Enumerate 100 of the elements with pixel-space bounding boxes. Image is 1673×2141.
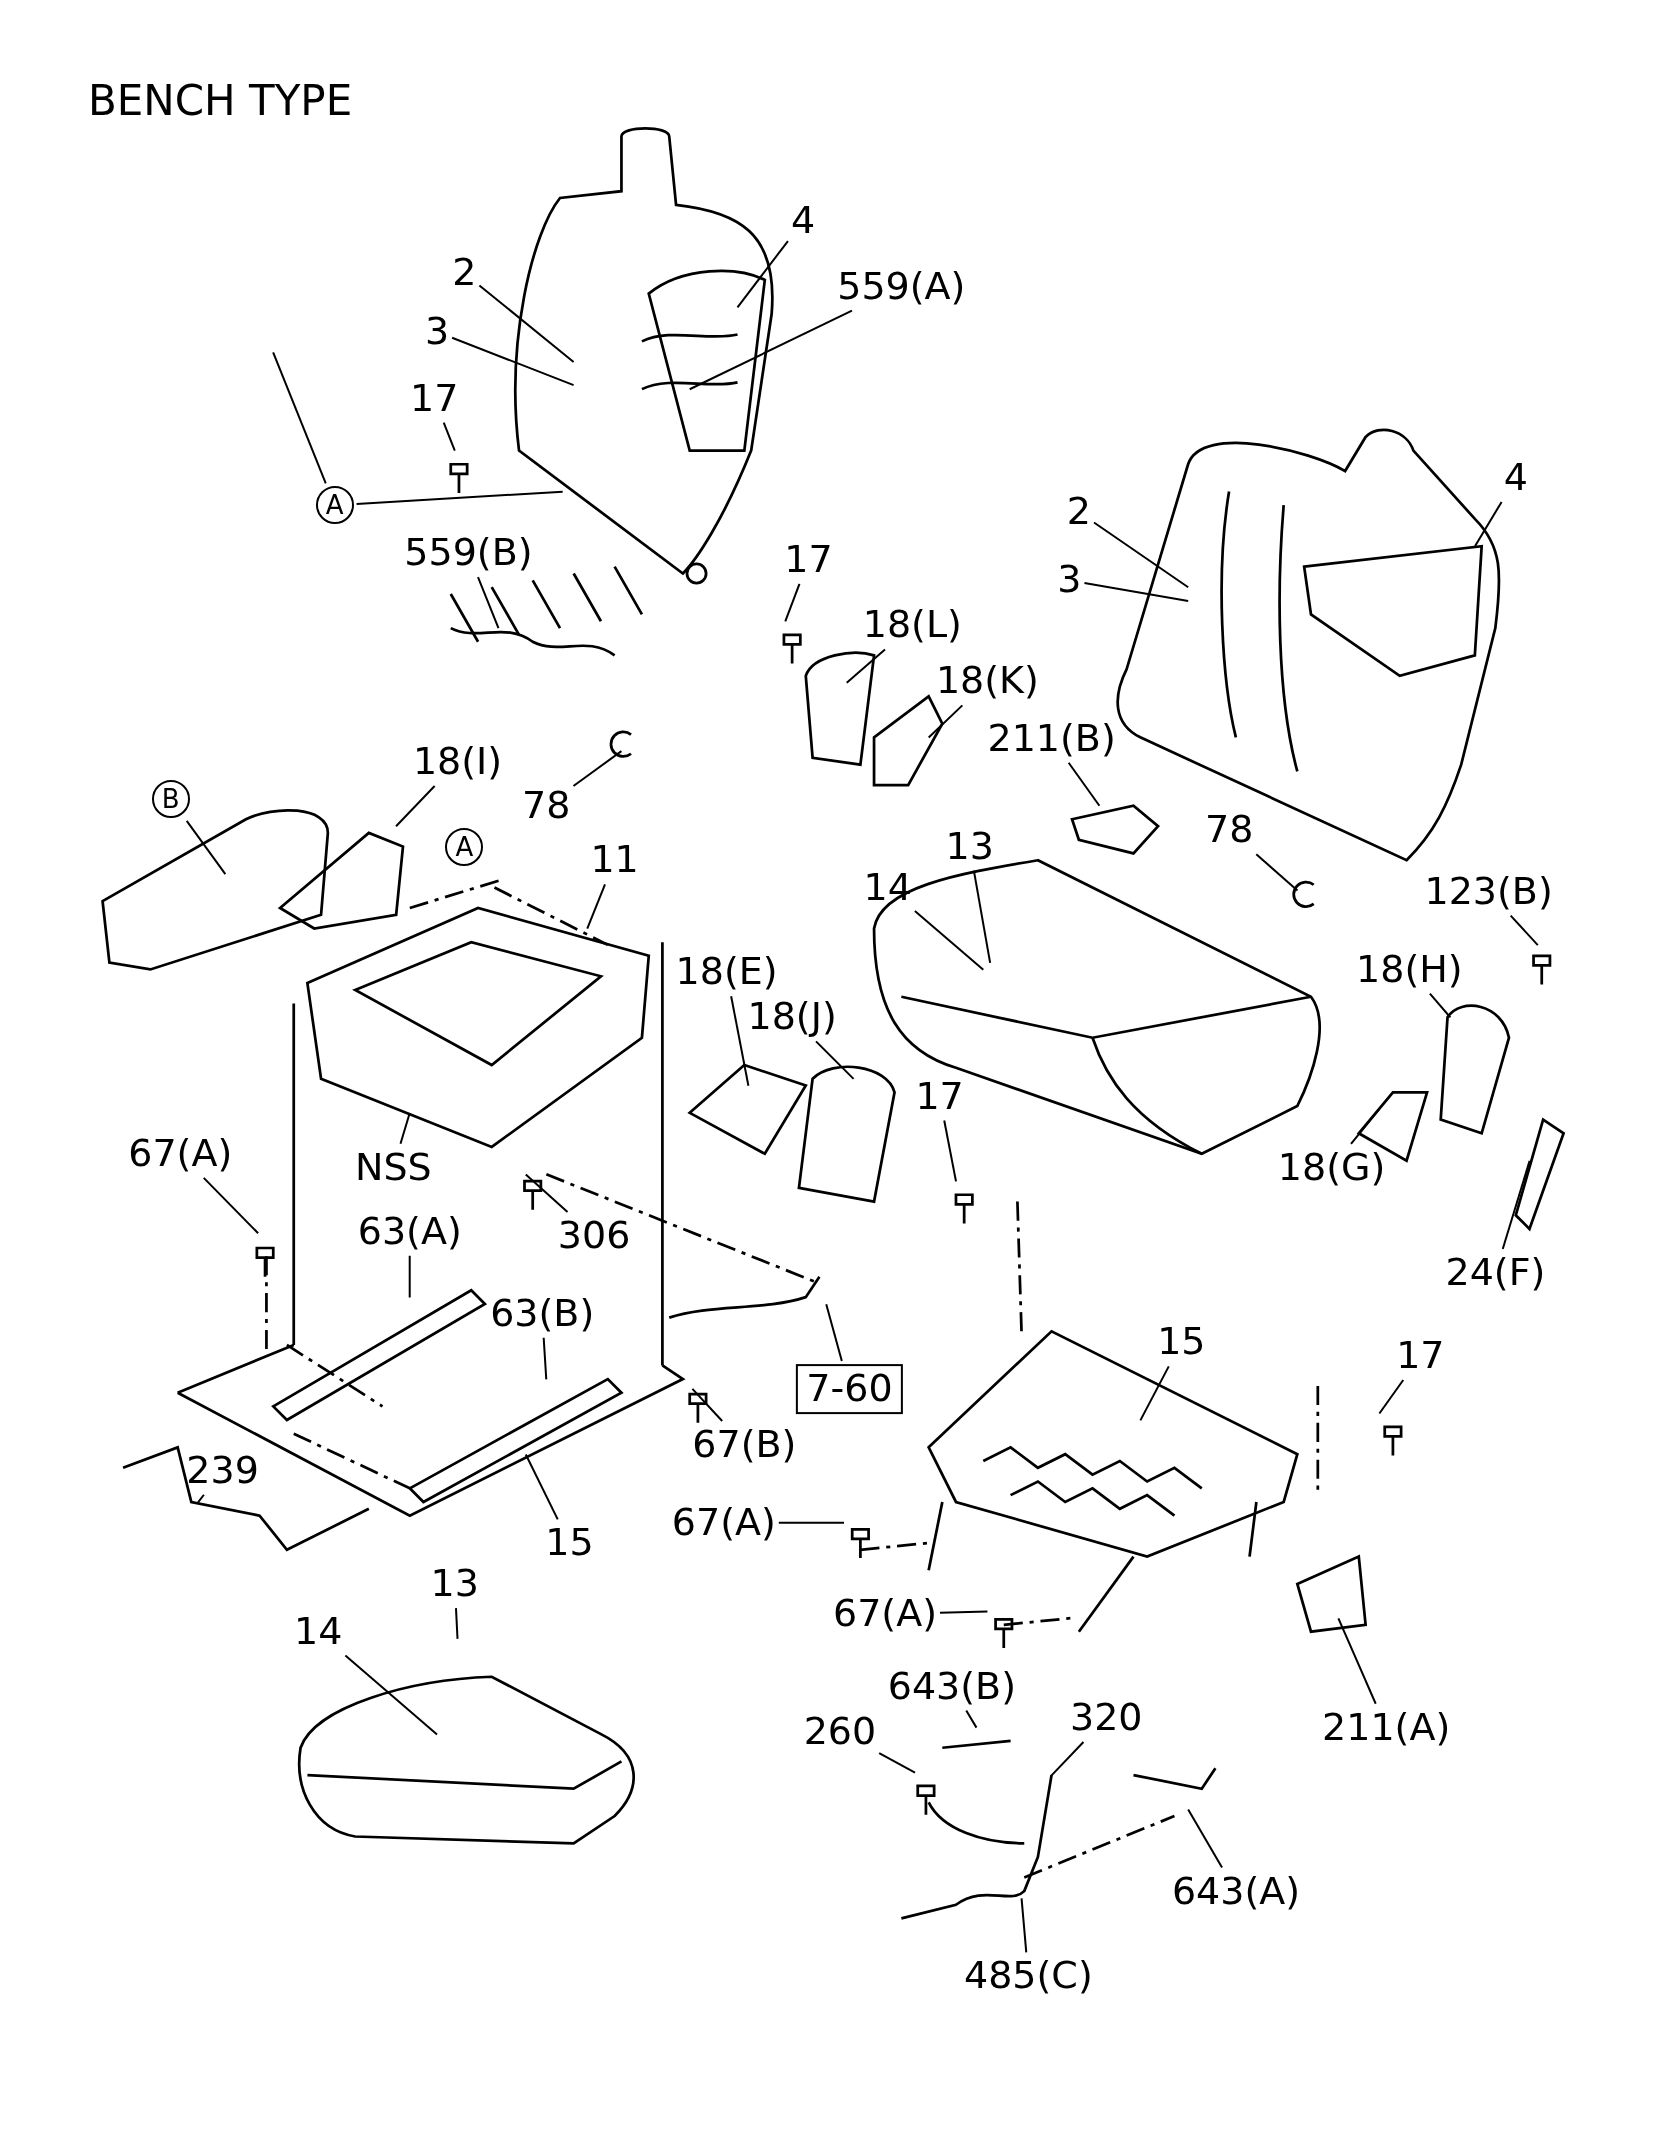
leader-line [972,869,992,964]
callout-number: 18(L) [862,604,962,647]
callout-number: 2 [1066,491,1091,534]
leader-line [1428,992,1452,1019]
callout-number: 11 [590,839,639,882]
leader-line [927,704,964,739]
leader-line [1473,500,1503,548]
callout-number: 15 [1157,1321,1206,1364]
callout-number: 123(B) [1424,870,1553,913]
reference-letter: A [445,827,484,866]
leader-line [344,1654,439,1736]
leader-line [784,582,801,623]
callout-number: 4 [1503,457,1529,499]
leader-line [272,351,327,485]
leader-line [688,309,853,391]
leader-line [395,784,436,828]
callout-number: 13 [430,1563,479,1606]
leader-line [1093,521,1190,589]
callout-number: 559(B) [404,532,533,574]
callout-number: 239 [186,1449,259,1492]
callout-number: 13 [945,825,994,868]
callout-number: 67(A) [128,1133,233,1175]
leader-line [825,1303,843,1362]
leader-line [1139,1365,1170,1422]
callout-number: 18(H) [1356,948,1463,991]
leader-line [524,1453,559,1521]
callout-number: 18(J) [747,996,837,1039]
callout-number: 17 [410,377,459,420]
leader-line [1187,1808,1224,1869]
callout-number: 2 [452,252,477,295]
leader-line [586,883,606,930]
leader-line [730,995,750,1087]
callout-number: 18(E) [675,951,778,994]
leader-line [355,490,564,505]
leader-line [938,1610,989,1614]
callout-number: 320 [1069,1697,1143,1739]
leader-line [965,1709,978,1729]
callout-number: 63(A) [357,1210,462,1253]
callout-number: 24(F) [1445,1251,1546,1294]
leader-line [1337,1617,1377,1705]
leader-line [691,1387,724,1422]
callout-number: 18(K) [935,660,1039,703]
callout-number: 4 [790,200,816,243]
leader-line [1050,1740,1085,1777]
reference-page-number: 7-60 [796,1364,903,1414]
leader-line [451,336,575,387]
callout-number: 17 [915,1075,964,1118]
leader-line [845,648,886,684]
reference-letter: B [151,779,190,818]
callout-number: 260 [803,1710,877,1753]
leader-line [477,576,500,630]
callout-number: 14 [863,866,912,909]
callout-number: 15 [545,1522,594,1565]
callout-number: 3 [1057,559,1082,602]
leader-line [1067,761,1101,807]
callout-number: 67(A) [832,1593,937,1636]
callout-number: 643(A) [1171,1870,1301,1913]
leader-line [478,284,575,363]
leader-line [202,1176,260,1235]
diagram-title: BENCH TYPE [88,76,353,125]
leader-line [736,240,789,309]
leader-line [542,1336,548,1381]
leader-line [1501,1159,1531,1250]
callout-number: 17 [1396,1335,1445,1378]
callout-number: 67(B) [692,1424,797,1466]
callout-number: 3 [424,310,450,353]
leader-line [524,1173,569,1214]
leader-line [943,1119,957,1183]
callout-number: 67(A) [671,1501,776,1544]
callout-number: 18(I) [412,741,503,783]
reference-letter: A [315,486,354,525]
leader-line [185,819,227,876]
leader-line [455,1607,459,1640]
leader-line [1083,582,1190,602]
leader-line [777,1521,845,1524]
leader-line [1350,1107,1381,1145]
callout-number: 14 [294,1611,343,1653]
callout-number: 306 [557,1215,631,1257]
callout-number: 17 [784,539,833,581]
leader-line [878,1752,917,1774]
leader-line [913,910,985,971]
callout-number: 78 [522,784,571,827]
callout-number: 485(C) [964,1955,1093,1998]
callout-number: NSS [355,1146,432,1189]
callout-number: 643(B) [887,1665,1016,1708]
callout-number: 559(A) [837,265,966,308]
callout-number: 78 [1204,809,1254,852]
callout-number: 211(A) [1322,1706,1451,1749]
leader-line [1020,1897,1028,1954]
leader-line [1509,914,1539,947]
leader-line [815,1040,855,1080]
leader-line [1378,1379,1405,1415]
leader-line [442,421,456,452]
leader-line [408,1254,411,1299]
leader-line [197,1493,205,1504]
leader-line [572,750,623,787]
callout-number: 63(B) [490,1292,595,1335]
leader-line [1255,853,1299,892]
callout-number: 18(G) [1277,1146,1386,1189]
leader-line [399,1112,411,1145]
